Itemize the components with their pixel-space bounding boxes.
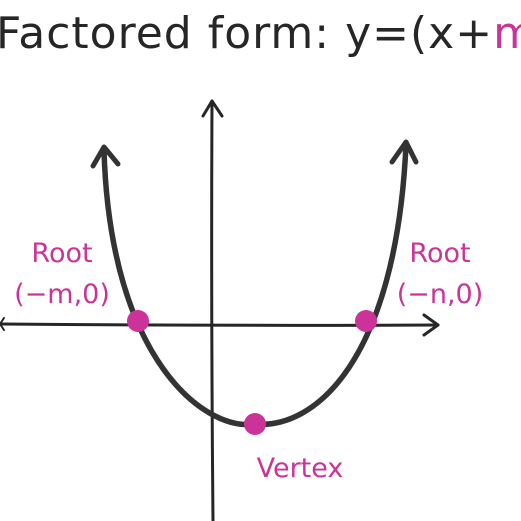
right-root-point <box>355 310 377 332</box>
curve-left-arrow-icon <box>90 144 121 169</box>
left-root-coord: (−m,0) <box>14 279 110 310</box>
right-root-coord: (−n,0) <box>397 279 484 310</box>
vertex-point <box>244 413 266 435</box>
x-axis <box>0 313 440 337</box>
vertex-label: Vertex <box>257 453 344 484</box>
right-root-label: Root <box>409 238 470 269</box>
title-highlight: m <box>493 8 521 59</box>
x-axis-arrow-icon <box>422 313 440 337</box>
title-prefix: Factored form: y=(x+ <box>0 8 493 59</box>
title: Factored form: y=(x+m <box>0 8 521 59</box>
y-axis <box>201 99 224 521</box>
y-axis-arrow-icon <box>201 99 224 118</box>
parabola-curve <box>90 139 419 428</box>
left-root-label: Root <box>31 238 92 269</box>
curve-right-arrow-icon <box>389 139 419 165</box>
left-root-point <box>127 310 149 332</box>
